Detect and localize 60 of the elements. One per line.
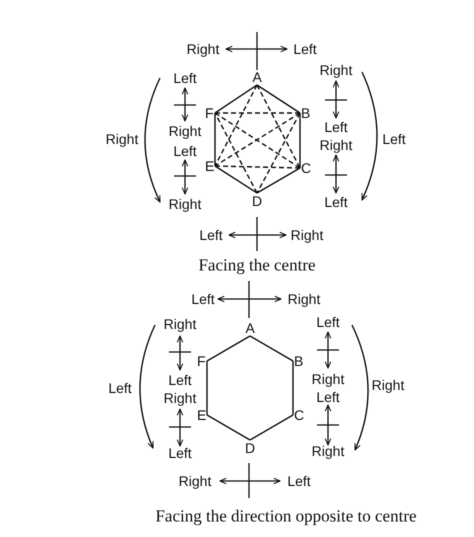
direction-label: Left (316, 315, 340, 329)
line (250, 414, 294, 441)
direction-label: Left (324, 195, 348, 209)
dashed-line (214, 165, 300, 169)
direction-label: Left (173, 71, 197, 85)
vertex-label: D (244, 440, 256, 456)
vertex-label: F (196, 353, 207, 369)
direction-label: Left (293, 42, 317, 56)
vertex-label: C (293, 407, 306, 423)
direction-label: Right (168, 124, 202, 138)
line (299, 113, 301, 168)
line (206, 414, 250, 441)
vertex-label: A (252, 69, 263, 85)
direction-label: Right (106, 132, 138, 146)
direction-label: Right (164, 317, 196, 331)
direction-label: Left (287, 474, 311, 488)
line (250, 335, 294, 362)
direction-label: Left (316, 390, 340, 404)
direction-label: Right (186, 42, 220, 56)
direction-label: Right (320, 138, 352, 152)
direction-label: Right (290, 228, 324, 242)
direction-label: Left (168, 446, 192, 460)
dashed-line (256, 84, 301, 168)
direction-label: Right (372, 378, 404, 392)
line (256, 167, 300, 194)
caption: Facing the centre (198, 256, 316, 274)
vertex-label: B (300, 105, 312, 121)
vertex-label: B (293, 353, 304, 369)
vertex-label: F (204, 105, 215, 121)
direction-label: Right (164, 391, 196, 405)
direction-label: Right (320, 63, 352, 77)
direction-label: Left (168, 373, 192, 387)
direction-label: Right (178, 474, 212, 488)
direction-label: Right (168, 197, 202, 211)
line (214, 84, 258, 114)
dashed-line (215, 112, 300, 114)
direction-label: Left (108, 381, 132, 395)
line (214, 165, 258, 194)
line (256, 84, 300, 114)
direction-label: Right (312, 444, 344, 458)
vertex-label: C (300, 160, 312, 176)
dashed-line (214, 112, 258, 194)
vertex-label: D (251, 193, 264, 209)
dashed-line (256, 112, 301, 194)
caption: Facing the direction opposite to centre (155, 508, 417, 524)
direction-label: Left (324, 120, 348, 134)
direction-label: Left (199, 228, 223, 242)
vertex-label: E (196, 407, 208, 423)
direction-label: Right (312, 372, 344, 386)
vertex-label: E (204, 158, 216, 174)
direction-label: Left (191, 292, 215, 306)
line (206, 361, 208, 415)
line (292, 361, 294, 415)
dashed-line (214, 84, 258, 166)
direction-label: Right (288, 292, 320, 306)
line (206, 335, 250, 362)
direction-label: Left (173, 144, 197, 158)
line (214, 113, 216, 166)
direction-label: Left (382, 132, 406, 146)
vertex-label: A (244, 320, 256, 336)
